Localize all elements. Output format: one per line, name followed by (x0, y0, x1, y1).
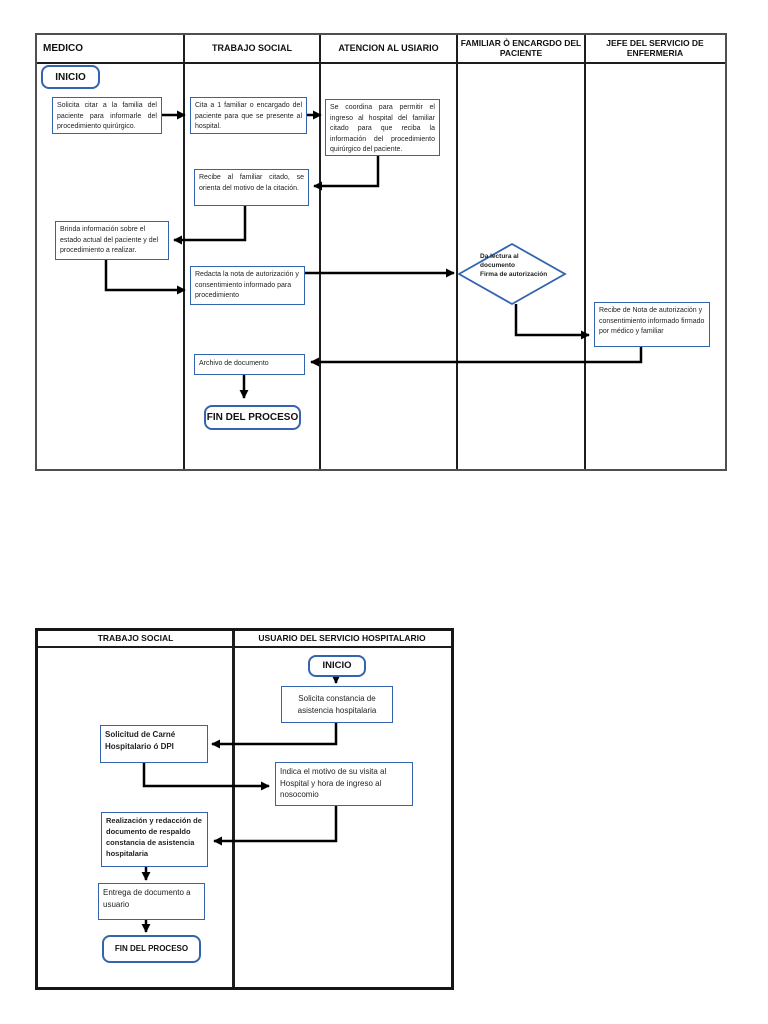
step-solicita-citar: Solicita citar a la familia del paciente… (52, 97, 162, 134)
flowchart-hospital-attendance: TRABAJO SOCIAL USUARIO DEL SERVICIO HOSP… (35, 628, 454, 990)
step-brinda-informacion: Brinda información sobre el estado actua… (55, 221, 169, 260)
flowchart-surgical-consent: MEDICO TRABAJO SOCIAL ATENCION AL USIARI… (35, 33, 727, 471)
step-indica-motivo: Indica el motivo de su visita al Hospita… (275, 762, 413, 806)
step-archivo-documento: Archivo de documento (194, 354, 305, 375)
arrow-coordina-to-recibe-familiar (313, 156, 380, 191)
arrow-solicita-to-carne (211, 723, 338, 749)
lane-header-row: TRABAJO SOCIAL USUARIO DEL SERVICIO HOSP… (38, 631, 451, 648)
step-se-coordina: Se coordina para permitir el ingreso al … (325, 99, 440, 156)
start-node: INICIO (41, 65, 100, 89)
lane-header-jefe-enfermeria: JEFE DEL SERVICIO DE ENFERMERIA (606, 37, 704, 58)
lane-divider (319, 35, 321, 469)
step-entrega-documento: Entrega de documento a usuario (98, 883, 205, 920)
lane-header-usuario-servicio: USUARIO DEL SERVICIO HOSPITALARIO (258, 632, 426, 643)
step-recibe-nota: Recibe de Nota de autorización y consent… (594, 302, 710, 347)
step-solicitud-carne: Solicitud de Carné Hospitalario ó DPI (100, 725, 208, 763)
step-recibe-familiar: Recibe al familiar citado, se orienta de… (194, 169, 309, 206)
end-node: FIN DEL PROCESO (204, 405, 301, 430)
lane-header-row: MEDICO TRABAJO SOCIAL ATENCION AL USIARI… (37, 35, 725, 64)
end-node: FIN DEL PROCESO (102, 935, 201, 963)
step-realizacion-redaccion: Realización y redacción de documento de … (101, 812, 208, 867)
lane-header-atencion-usuario: ATENCION AL USIARIO (338, 43, 439, 54)
arrow-lectura-to-recibe-nota (514, 304, 590, 340)
arrow-brinda-to-redacta (104, 260, 186, 295)
start-node: INICIO (308, 655, 366, 677)
step-cita-familiar: Cita a 1 familiar o encargado del pacien… (190, 97, 307, 134)
lane-header-medico: MEDICO (43, 42, 83, 54)
arrow-recibe-nota-to-archivo (310, 347, 643, 367)
lane-header-familiar: FAMILIAR Ò ENCARGDO DEL PACIENTE (460, 37, 582, 58)
lane-header-trabajo-social: TRABAJO SOCIAL (211, 43, 292, 54)
lane-divider (456, 35, 458, 469)
lane-divider (232, 631, 235, 987)
lane-divider (183, 35, 185, 469)
lane-header-trabajo-social: TRABAJO SOCIAL (97, 632, 174, 643)
step-redacta-nota: Redacta la nota de autorización y consen… (190, 266, 305, 305)
arrow-carne-to-indica (142, 763, 270, 791)
lane-divider (584, 35, 586, 469)
decision-da-lectura-label: Da lectura al documento Firma de autoriz… (480, 253, 548, 278)
step-solicita-constancia: Solicita constancia de asistencia hospit… (281, 686, 393, 723)
flow-connectors (141, 674, 341, 933)
